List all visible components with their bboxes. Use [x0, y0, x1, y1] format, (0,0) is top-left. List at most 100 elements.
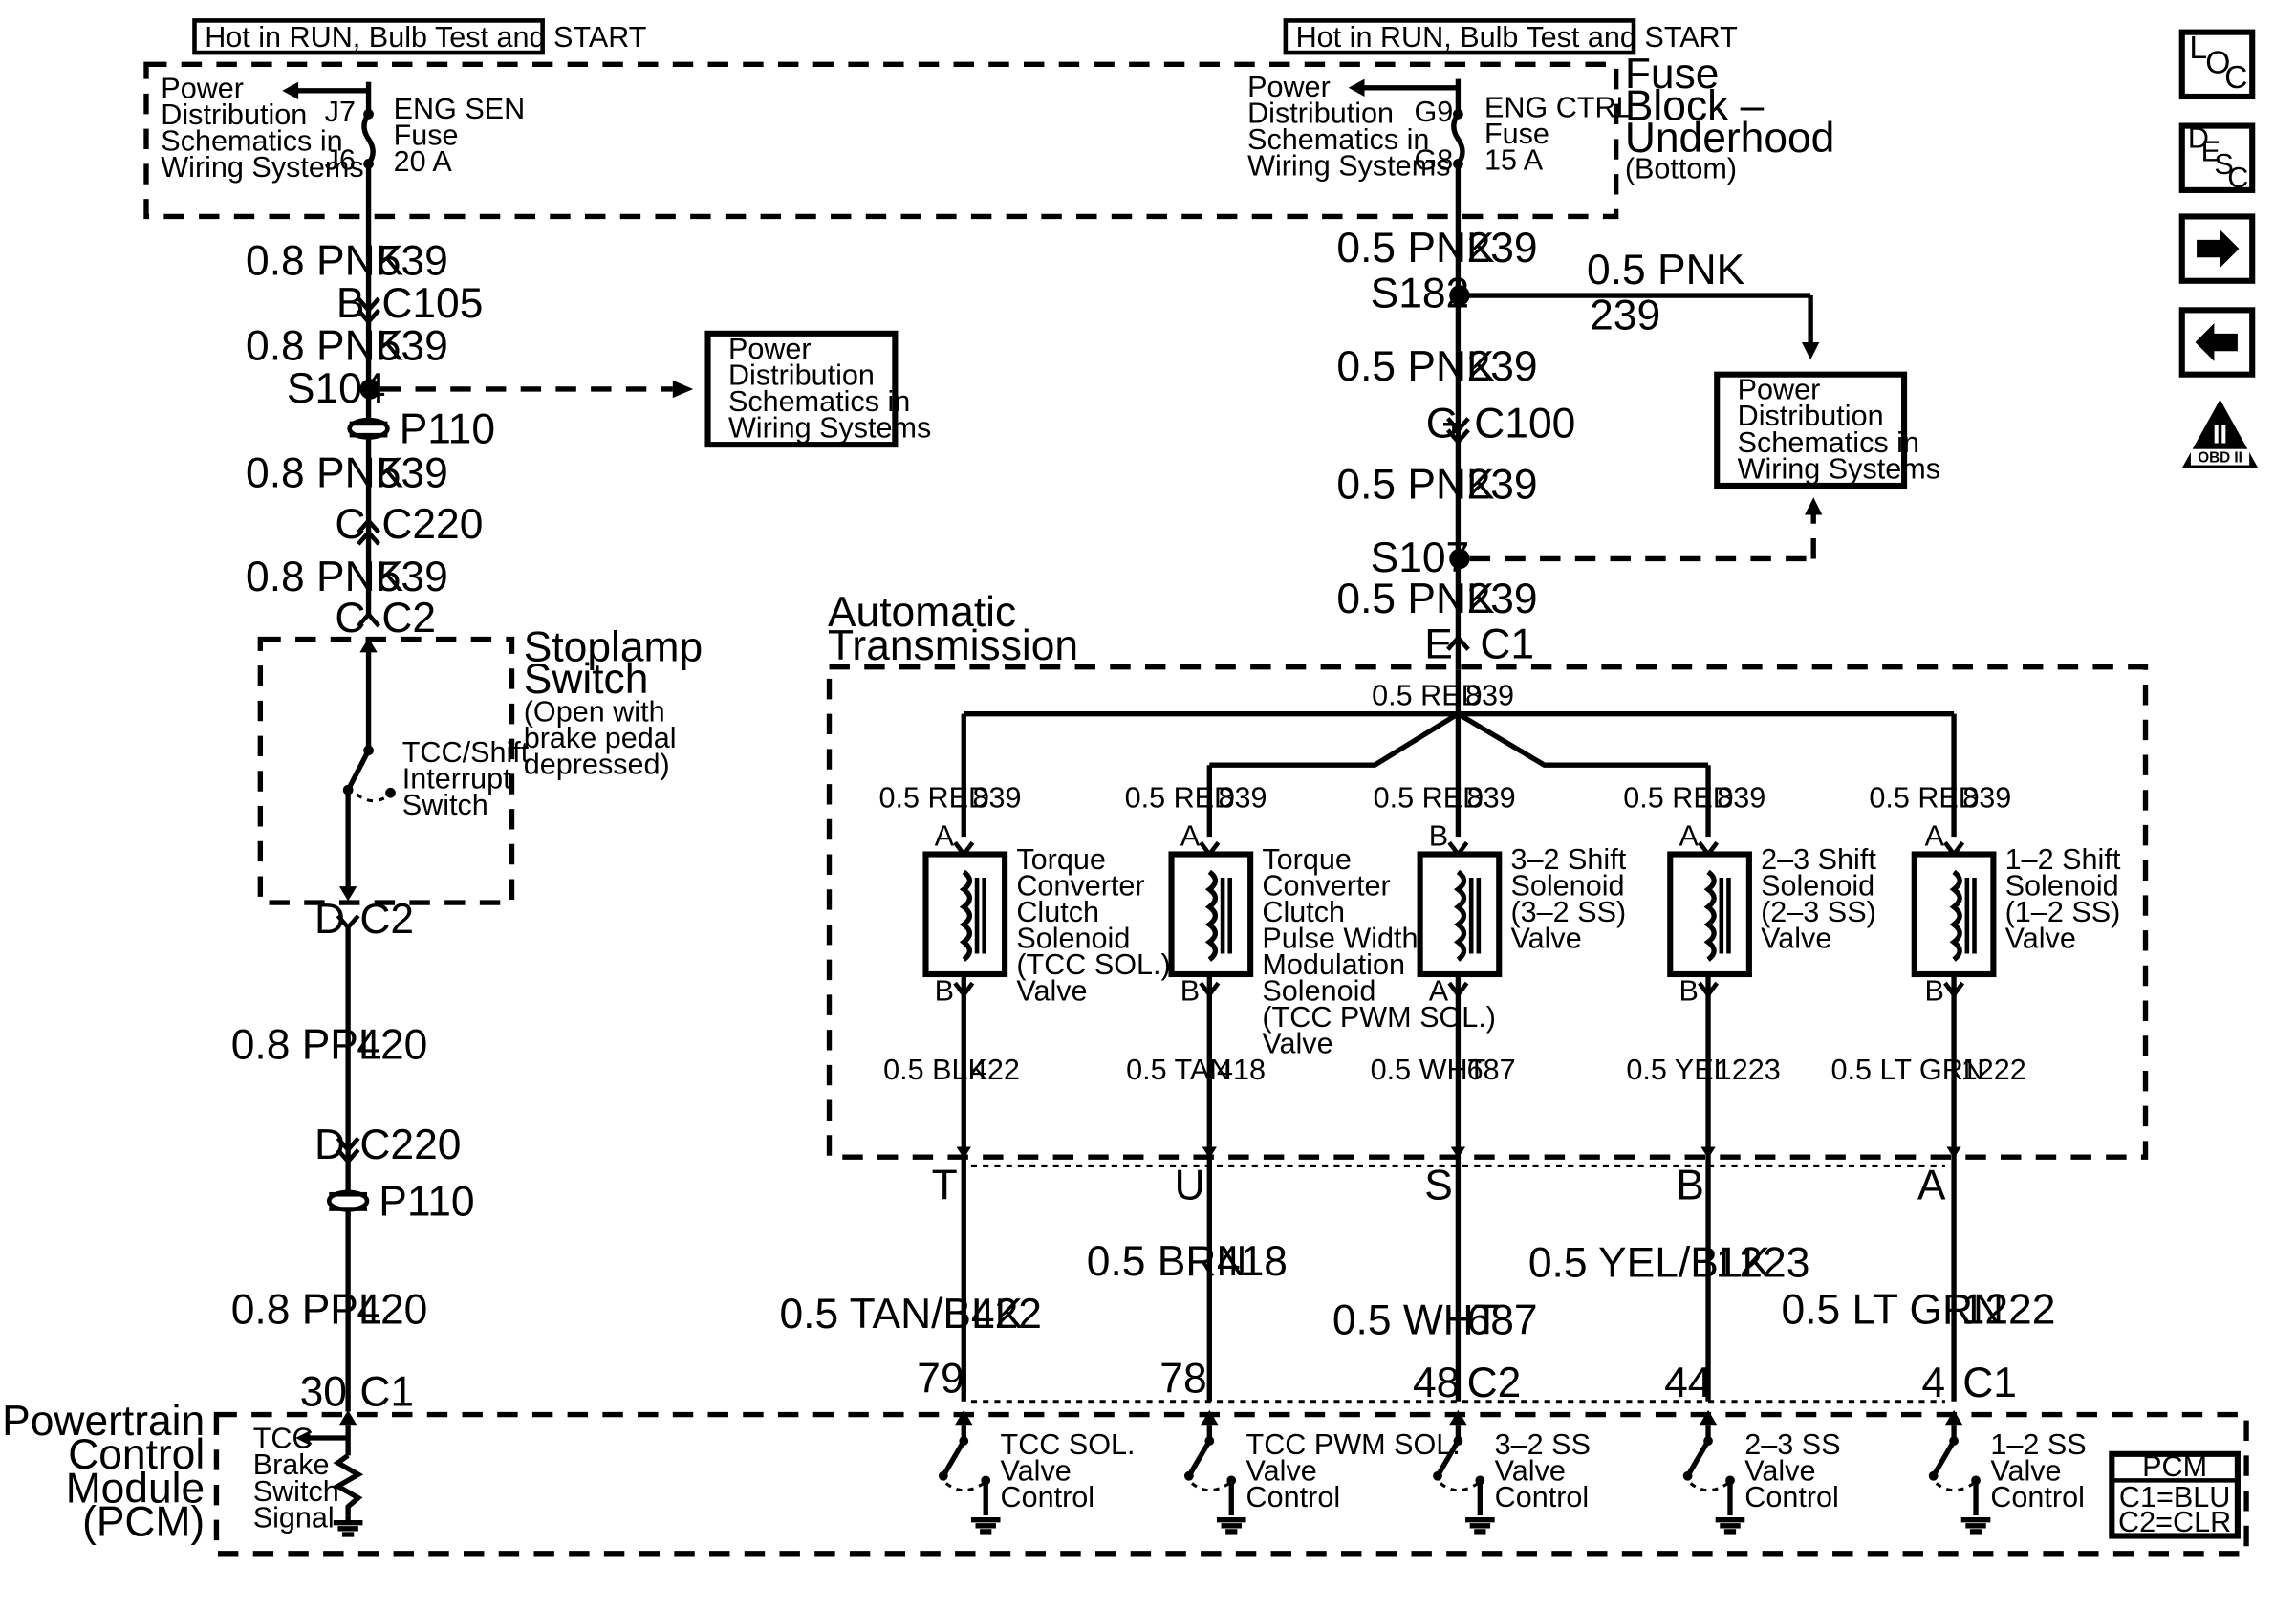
svg-text:OBD II: OBD II [2198, 449, 2242, 466]
wire-left-circuit-3: 539 [378, 449, 448, 496]
pcm-pin-30-conn: C1 [359, 1368, 414, 1415]
stoplamp-note-2: brake pedal [524, 722, 677, 754]
fuse-block-box [143, 61, 1619, 220]
pcm-switch-link [1440, 1480, 1482, 1492]
solenoid-body [1911, 851, 1997, 978]
svg-text:S: S [2214, 148, 2233, 181]
p110-label-top: P110 [400, 406, 495, 453]
pds-box-right-3: Schematics in [1738, 426, 1919, 459]
fuse-right-name-2: Fuse [1484, 118, 1549, 150]
pcm-driver-label: 3–2 SS [1495, 1428, 1591, 1461]
pcm-brake-2: Brake [253, 1448, 330, 1481]
harness-wire-color: 0.5 BRN [1087, 1238, 1247, 1285]
pcm-pin-number: 44 [1664, 1360, 1711, 1406]
pcm-brake-4: Signal [253, 1501, 335, 1534]
pcm-switch-contact [1928, 1470, 1939, 1481]
fuse-block-label-1: Fuse [1625, 51, 1720, 98]
trans-bus-circuit: 839 [1465, 679, 1514, 711]
sol-pin-bot: B [935, 975, 954, 1008]
sol-out-arrowhead [1450, 1146, 1466, 1159]
pcm-switch-link [944, 1480, 987, 1492]
harness-wire-circuit: 687 [1467, 1296, 1538, 1343]
pcm-legend-box [2109, 1450, 2241, 1539]
pcm-pin-conn: C1 [1962, 1360, 2017, 1406]
sol-out-arrowhead [1946, 1146, 1961, 1159]
sol-name-line: Solenoid [1016, 922, 1130, 954]
sol-out-arrowhead [956, 1146, 971, 1159]
sol-name-line: Valve [2005, 922, 2076, 954]
sol-out-color: 0.5 BLK [883, 1054, 987, 1086]
sol-wire-circuit: 839 [1218, 782, 1267, 815]
sol-wire-color: 0.5 RED [1869, 782, 1980, 815]
fuse-right-name-1: ENG CTRL [1484, 91, 1633, 123]
sol-wire-circuit: 839 [1717, 782, 1765, 815]
sol-pin-bot: B [1679, 975, 1698, 1008]
splice-s107 [1449, 548, 1470, 570]
arrow-right-icon[interactable] [2178, 213, 2256, 284]
svg-text:L: L [2189, 31, 2207, 66]
pds-left-1: Power [161, 73, 244, 105]
wire-left-circuit-1: 539 [378, 238, 448, 285]
connector-icon [357, 517, 380, 546]
desc-icon[interactable]: D E S C [2178, 122, 2256, 194]
sol-out-color: 0.5 YEL [1626, 1054, 1729, 1086]
sol-out-color: 0.5 LT GRN [1831, 1054, 1984, 1086]
fuse-block-label-4: (Bottom) [1625, 153, 1737, 185]
pcm-switch-blade [1931, 1439, 1957, 1478]
conn-right-c1: C1 [1480, 621, 1534, 668]
sol-wire-color: 0.5 RED [1374, 782, 1484, 815]
hot-label-box-left [192, 18, 545, 55]
ground-icon [333, 1515, 363, 1537]
coil-icon [1703, 869, 1717, 962]
sol-name-line: (1–2 SS) [2005, 896, 2121, 928]
pds-box-right-2: Distribution [1738, 400, 1884, 432]
sol-wire-color: 0.5 RED [1623, 782, 1734, 815]
fuse-block-label-2: Block – [1625, 82, 1765, 129]
fuse-left-name-2: Fuse [394, 119, 459, 151]
obd-ii-icon[interactable]: II OBD II [2181, 399, 2259, 468]
stoplamp-top-arrowhead [359, 638, 378, 653]
sol-out-circuit: 1223 [1716, 1054, 1781, 1086]
sol-name-line: Torque [1262, 843, 1352, 876]
pcm-brake-arrowhead [338, 1409, 357, 1426]
pcm-driver-label: Valve [1001, 1454, 1072, 1487]
pcm-switch-contact [1183, 1470, 1194, 1481]
sol-wire-circuit: 839 [1962, 782, 2011, 815]
arrow-left-icon[interactable] [2178, 307, 2256, 378]
wire-right-circuit-1: 239 [1467, 225, 1538, 272]
pcm-title-3: Module [66, 1465, 206, 1512]
loc-icon[interactable]: L O C [2178, 29, 2256, 100]
pcm-driver-label: Control [1001, 1481, 1095, 1513]
pcm-pin-number: 79 [917, 1356, 964, 1403]
pcm-switch-blade [1435, 1439, 1461, 1478]
pcm-switch-contact [1433, 1470, 1442, 1481]
sol-name-line: Valve [1016, 975, 1087, 1008]
conn-left-c220: C220 [381, 501, 483, 548]
conn-left-c105: C105 [381, 280, 483, 327]
coil-icon [959, 869, 973, 962]
sol-name-line: (3–2 SS) [1510, 896, 1626, 928]
connector-icon [357, 611, 380, 628]
p110-icon [347, 417, 390, 440]
s104-arrowhead [672, 380, 694, 399]
pcm-switch-link [1935, 1480, 1977, 1492]
connector-icon [1445, 634, 1470, 651]
fuse-left-pin-bot: J6 [325, 143, 356, 176]
pds-right-4: Wiring Systems [1247, 150, 1450, 183]
trans-bus-color: 0.5 RED [1372, 679, 1483, 711]
pcm-switch-link [1190, 1480, 1233, 1492]
harness-wire-circuit: 1222 [1961, 1287, 2056, 1334]
pcm-title-4: (PCM) [82, 1499, 205, 1546]
svg-text:D: D [2188, 122, 2209, 155]
pds-right-arrowhead [1348, 78, 1365, 97]
wire-right-color-4: 0.5 PNK [1336, 576, 1495, 622]
wire-right-circuit-2: 239 [1467, 343, 1538, 390]
pcm-driver-label: Control [1744, 1481, 1839, 1513]
harness-wire-circuit: 422 [971, 1291, 1042, 1338]
conn-left-c-c2: C [335, 595, 365, 642]
conn-left-c220-b: C220 [359, 1121, 461, 1168]
wire-left-color-5: 0.8 PPL [231, 1022, 382, 1069]
pcm-switch-contact [938, 1470, 948, 1481]
pcm-legend-c2: C2=CLR [2118, 1506, 2231, 1538]
pcm-switch-blade [1685, 1439, 1711, 1478]
